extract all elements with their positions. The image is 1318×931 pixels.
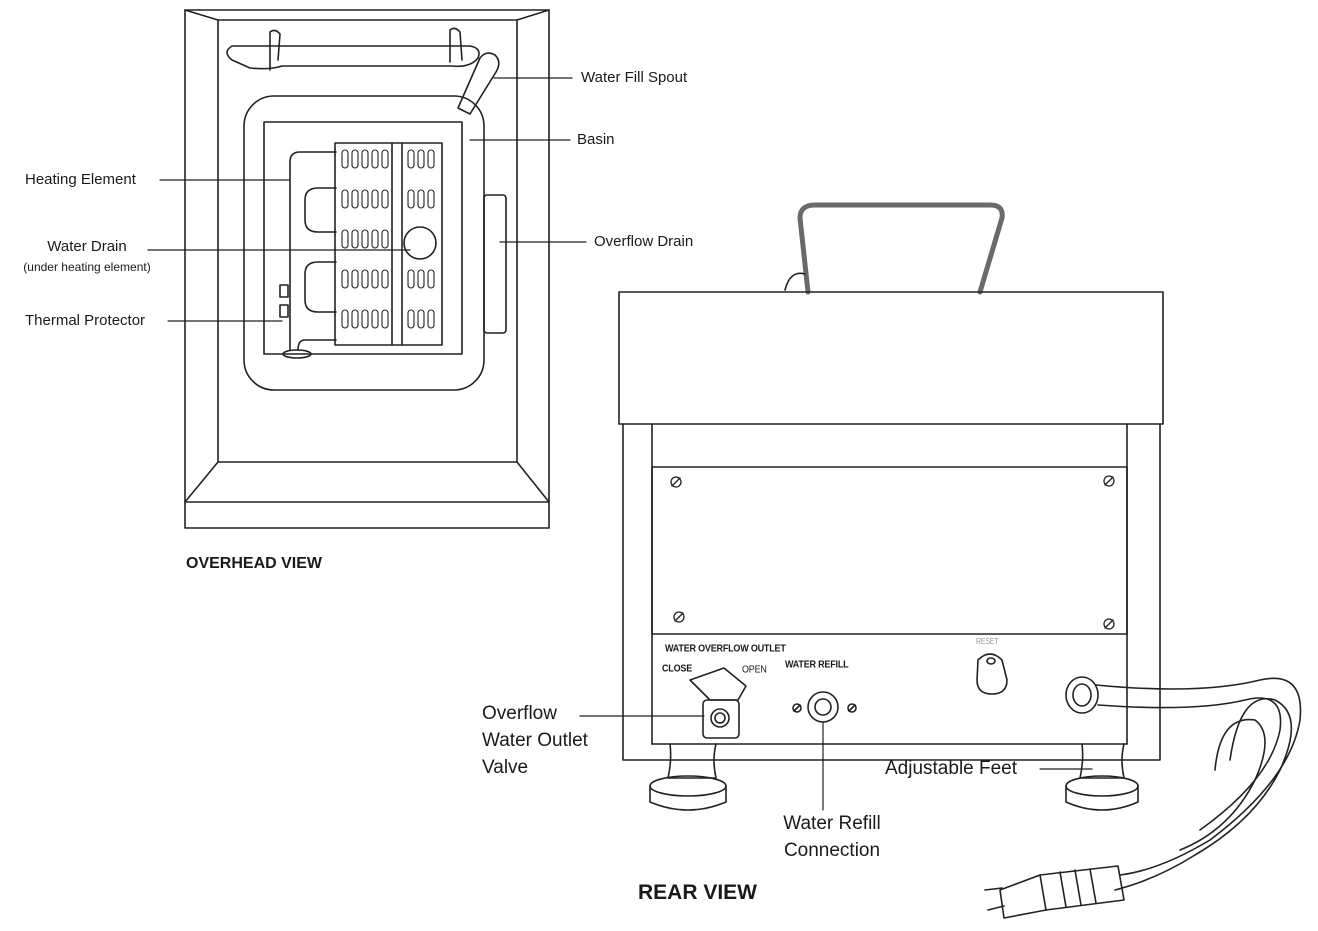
label-overflow-valve-line3: Valve — [482, 757, 529, 778]
overhead-view-title: OVERHEAD VIEW — [186, 555, 323, 572]
label-basin: Basin — [577, 131, 615, 148]
label-overflow-valve-line2: Water Outlet — [482, 730, 588, 751]
rear-view-title: REAR VIEW — [638, 881, 758, 904]
label-thermal-protector: Thermal Protector — [25, 312, 146, 329]
label-heating-element: Heating Element — [25, 171, 136, 188]
label-overflow-valve-line1: Overflow — [482, 703, 557, 724]
water-drain-icon — [403, 226, 437, 260]
rear-unit-drawing — [579, 202, 1302, 919]
label-water-refill-line2: Connection — [783, 840, 881, 861]
panel-label-reset: RESET — [976, 638, 999, 647]
label-water-drain: Water Drain — [47, 238, 127, 255]
water-refill-connection-icon — [792, 691, 857, 723]
panel-label-close: CLOSE — [662, 662, 693, 674]
label-water-refill-line1: Water Refill — [783, 813, 881, 834]
lid-handle-icon — [797, 202, 1005, 295]
thermal-protector-icon — [279, 284, 312, 359]
reset-button-icon — [976, 653, 1008, 695]
adjustable-foot-right-icon — [1065, 743, 1139, 811]
adjustable-foot-left-icon — [649, 743, 727, 811]
panel-label-water-refill: WATER REFILL — [785, 658, 849, 670]
wire-handle-icon — [226, 45, 480, 70]
label-overflow-drain: Overflow Drain — [594, 233, 694, 250]
water-fill-spout-icon — [457, 52, 500, 115]
overflow-drain-icon — [483, 194, 507, 334]
overhead-unit-drawing — [147, 9, 587, 529]
overflow-valve-icon — [689, 667, 747, 739]
label-water-fill-spout: Water Fill Spout — [581, 69, 688, 86]
power-cord-icon — [984, 676, 1302, 919]
heating-element-icon — [289, 142, 443, 351]
label-water-drain-note: (under heating element) — [23, 260, 151, 274]
panel-label-water-overflow-outlet: WATER OVERFLOW OUTLET — [665, 642, 786, 654]
basin-icon — [243, 95, 485, 391]
panel-label-open: OPEN — [742, 663, 767, 675]
label-adjustable-feet: Adjustable Feet — [885, 758, 1018, 779]
